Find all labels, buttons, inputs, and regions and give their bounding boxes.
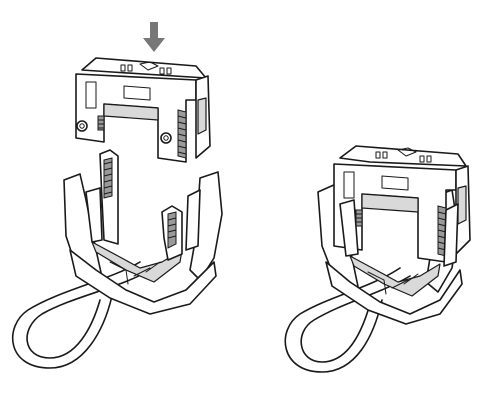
inner-left-wall xyxy=(339,199,359,257)
panel-before-insertion xyxy=(12,22,223,369)
clip-module xyxy=(75,57,211,163)
assembled-base xyxy=(325,261,463,325)
base-cradle xyxy=(12,149,223,369)
panel-after-insertion xyxy=(284,145,471,373)
inner-right-wall xyxy=(443,203,459,267)
seated-clip-module xyxy=(333,145,471,263)
cradle-floor xyxy=(349,255,441,297)
down-arrow-icon xyxy=(143,22,165,52)
